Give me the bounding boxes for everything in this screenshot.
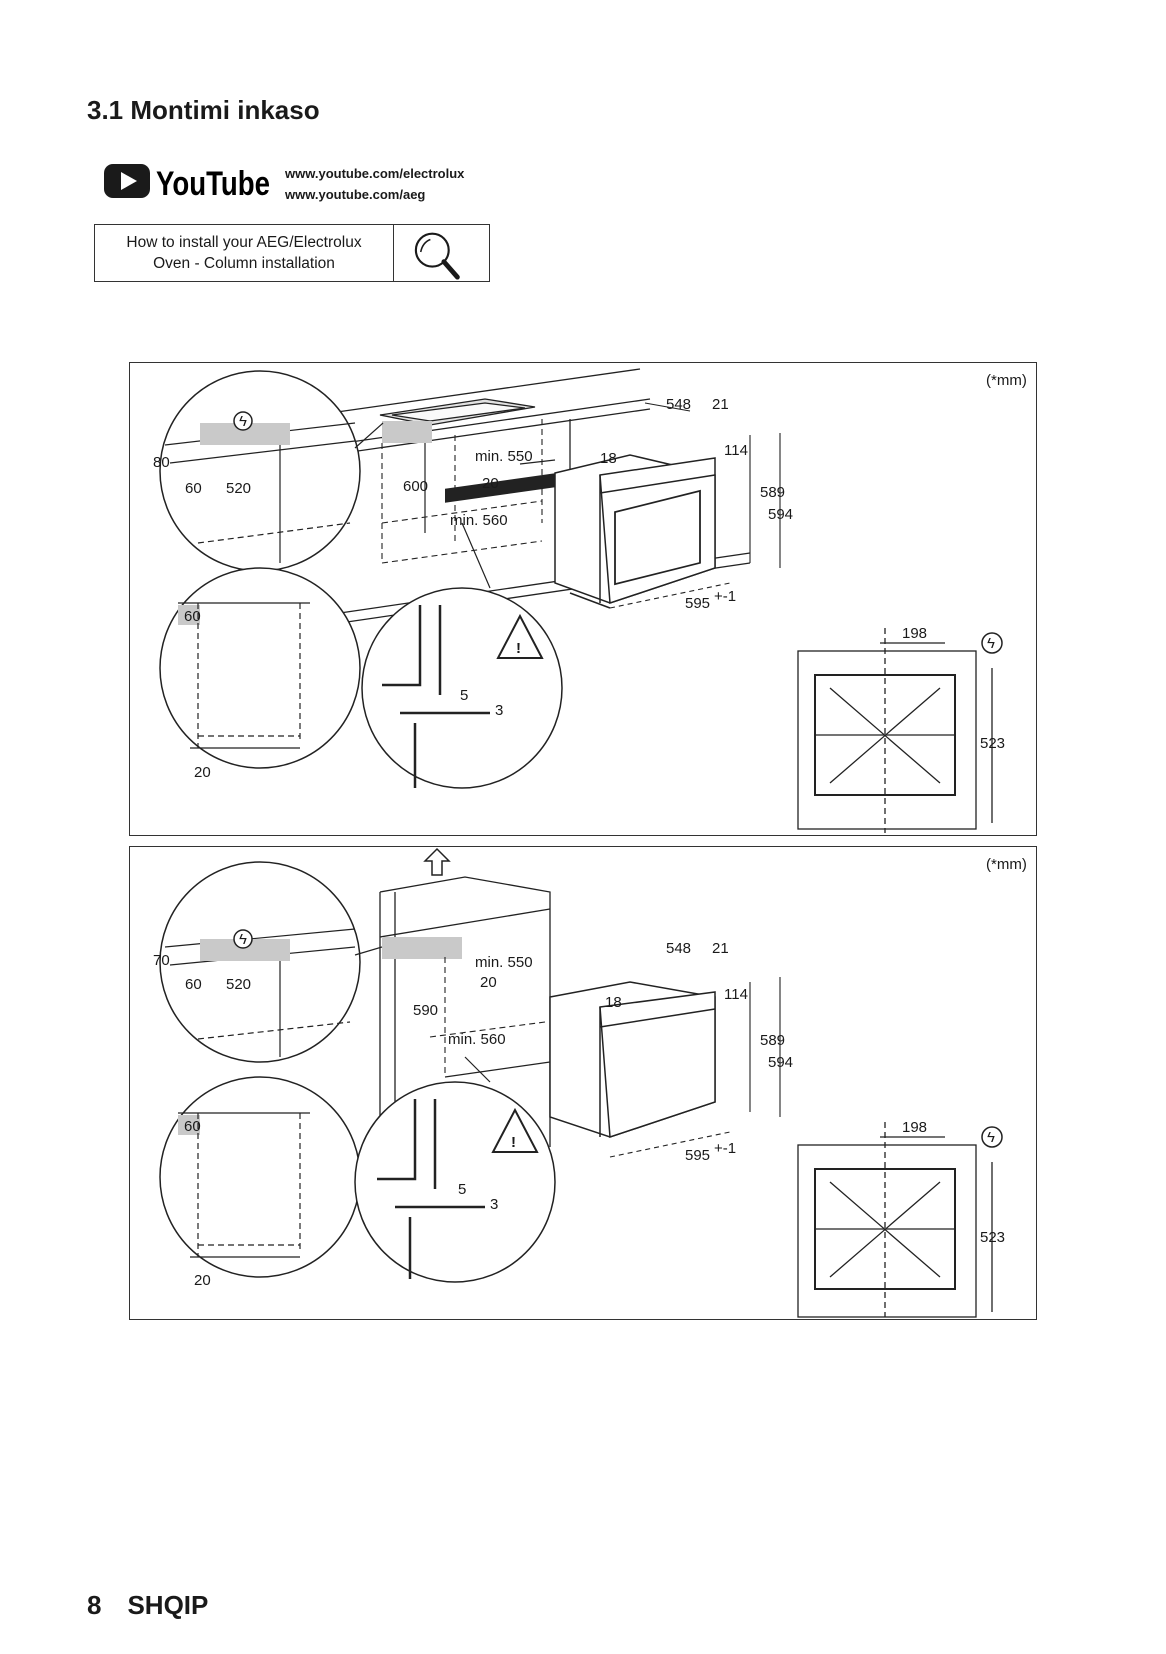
dim-21: 21 <box>712 396 729 413</box>
dim-min560: min. 560 <box>450 512 508 529</box>
dim-600: 590 <box>413 1002 438 1019</box>
column-connection-area <box>382 937 462 959</box>
video-title-line1: How to install your AEG/Electrolux <box>126 234 362 251</box>
warning-icon <box>496 613 544 659</box>
youtube-logo-text: YouTube <box>156 165 270 202</box>
ventilation-strip <box>445 473 555 503</box>
dim-114: 114 <box>724 986 748 1003</box>
oven <box>554 454 716 609</box>
dim-589: 589 <box>760 1032 785 1049</box>
svg-text:!: ! <box>511 1134 516 1151</box>
dim-60: 60 <box>185 480 202 497</box>
electric-connection-icon-2 <box>981 1126 1003 1148</box>
dim-595-tolerance: +-1 <box>714 588 736 605</box>
detail-circle-floor <box>354 1081 556 1283</box>
dim-595: 595 <box>685 1147 710 1164</box>
dim-min550: min. 550 <box>475 954 533 971</box>
svg-text:ϟ: ϟ <box>239 413 247 430</box>
detail-circle-side <box>159 1076 361 1278</box>
svg-text:ϟ: ϟ <box>987 635 995 652</box>
dim-min560: min. 560 <box>448 1031 506 1048</box>
magnifier-icon[interactable] <box>392 225 489 281</box>
dim-70: 70 <box>153 952 170 969</box>
dim-520: 520 <box>226 480 251 497</box>
section-heading: 3.1 Montimi inkaso <box>87 95 320 125</box>
svg-text:!: ! <box>516 640 521 657</box>
unit-label: (*mm) <box>986 372 1027 389</box>
dim-20: 20 <box>482 475 499 492</box>
svg-text:ϟ: ϟ <box>987 1129 995 1146</box>
warning-icon <box>491 1107 539 1153</box>
dim-3: 3 <box>490 1196 498 1213</box>
youtube-link-aeg[interactable]: www.youtube.com/aeg <box>285 187 426 202</box>
dim-523: 523 <box>980 735 1005 752</box>
dim-198: 198 <box>902 1119 927 1136</box>
dim-3: 3 <box>495 702 503 719</box>
arrow-up-icon <box>423 847 451 876</box>
dim-600: 600 <box>403 478 428 495</box>
hob-connection-area <box>382 421 432 443</box>
dim-20: 20 <box>480 974 497 991</box>
dim-589: 589 <box>760 484 785 501</box>
dim-548: 548 <box>666 940 691 957</box>
youtube-links: www.youtube.com/electrolux www.youtube.c… <box>285 163 464 205</box>
dim-548: 548 <box>666 396 691 413</box>
dim-20b: 20 <box>194 764 211 781</box>
dim-198: 198 <box>902 625 927 642</box>
dim-5: 5 <box>458 1181 466 1198</box>
dim-5: 5 <box>460 687 468 704</box>
detail-circle-top <box>159 861 361 1063</box>
video-title: How to install your AEG/Electrolux Oven … <box>95 225 394 281</box>
dim-595-tolerance: +-1 <box>714 1140 736 1157</box>
connection-schematic <box>797 628 993 833</box>
dim-114: 114 <box>724 442 748 459</box>
dim-21: 21 <box>712 940 729 957</box>
footer-language: SHQIP <box>127 1590 209 1620</box>
dim-523: 523 <box>980 1229 1005 1246</box>
video-title-line2: Oven - Column installation <box>153 255 335 272</box>
youtube-logo: YouTube <box>104 164 270 202</box>
dim-60: 60 <box>185 976 202 993</box>
dim-18: 18 <box>600 450 617 467</box>
dim-18: 18 <box>605 994 622 1011</box>
dim-60b: 60 <box>184 1118 201 1135</box>
oven <box>549 981 716 1139</box>
installation-drawing-1: (*mm) 600 min. 55 <box>153 368 1027 833</box>
svg-text:ϟ: ϟ <box>239 931 247 948</box>
page-footer: 8 SHQIP <box>87 1590 234 1621</box>
video-search-box: How to install your AEG/Electrolux Oven … <box>94 224 490 282</box>
dim-60b: 60 <box>184 608 201 625</box>
dim-min550: min. 550 <box>475 448 533 465</box>
detail-circle-side <box>159 567 361 769</box>
installation-panel-2: (*mm) 590 min. 550 20 min. 560 548 21 18 <box>129 846 1037 1320</box>
detail-circle-top <box>159 370 361 572</box>
connection-schematic <box>797 1122 993 1318</box>
electric-connection-icon <box>233 411 253 431</box>
page-number: 8 <box>87 1590 102 1620</box>
unit-label: (*mm) <box>986 856 1027 873</box>
dim-20b: 20 <box>194 1272 211 1289</box>
youtube-link-electrolux[interactable]: www.youtube.com/electrolux <box>285 166 465 181</box>
installation-panel-1: (*mm) 600 min. 55 <box>129 362 1037 836</box>
dim-520: 520 <box>226 976 251 993</box>
electric-connection-icon <box>233 929 253 949</box>
dim-80: 80 <box>153 454 170 471</box>
dim-595: 595 <box>685 595 710 612</box>
electric-connection-icon-2 <box>981 632 1003 654</box>
installation-drawing-2: (*mm) 590 min. 550 20 min. 560 548 21 18 <box>153 847 1027 1318</box>
